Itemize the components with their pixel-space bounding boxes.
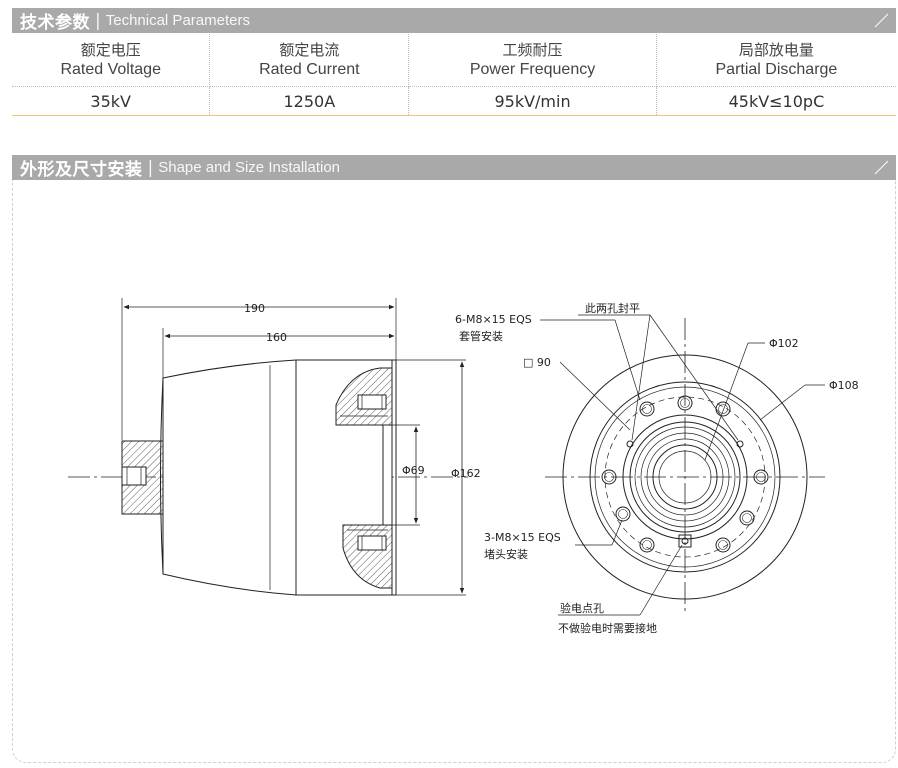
section-title-en: Technical Parameters [105, 12, 250, 29]
value-rated-voltage: 35kV [12, 86, 211, 115]
header-partial-discharge: 局部放电量 Partial Discharge [656, 34, 896, 87]
section-divider [12, 115, 896, 116]
dim-160-label: 160 [266, 331, 287, 344]
title-separator: | [95, 10, 101, 31]
bolt-top-note: 套管安装 [459, 329, 503, 343]
phi102-label: Φ102 [769, 337, 799, 350]
section-title-en: Shape and Size Installation [158, 159, 341, 176]
value-power-frequency: 95kV/min [408, 86, 657, 115]
side-view [68, 298, 468, 596]
header-rated-voltage: 额定电压 Rated Voltage [12, 34, 211, 87]
corner-slash-icon [874, 160, 889, 175]
table-row: 35kV 1250A 95kV/min 45kV≤10pC [12, 86, 896, 115]
square-90-label: □ 90 [523, 356, 551, 369]
table-header-row: 额定电压 Rated Voltage 额定电流 Rated Current 工频… [12, 34, 896, 87]
dim-190-label: 190 [244, 302, 265, 315]
two-holes-label: 此两孔封平 [585, 301, 640, 315]
front-view [540, 314, 825, 616]
dim-phi162-label: Φ162 [451, 467, 481, 480]
test-hole-note: 不做验电时需要接地 [558, 621, 657, 635]
corner-slash-icon [874, 13, 889, 28]
bolt-top-spec: 6-M8×15 EQS [455, 313, 532, 326]
test-hole-label: 验电点孔 [560, 601, 604, 615]
drawing-frame [12, 180, 896, 763]
value-partial-discharge: 45kV≤10pC [728, 91, 825, 111]
section-title-zh: 外形及尺寸安装 [20, 160, 143, 180]
title-separator: | [147, 157, 154, 178]
header-power-frequency: 工频耐压 Power Frequency [408, 34, 657, 87]
section-header-technical: 技术参数 | Technical Parameters [12, 8, 896, 33]
bolt-bottom-spec: 3-M8×15 EQS [484, 531, 561, 544]
bolt-bottom-note: 堵头安装 [484, 547, 528, 561]
dim-phi69-label: Φ69 [402, 464, 425, 477]
header-rated-current: 额定电流 Rated Current [209, 34, 410, 87]
phi108-label: Φ108 [829, 379, 859, 392]
section-title-zh: 技术参数 [20, 13, 90, 33]
value-rated-current: 1250A [209, 86, 410, 115]
section-header-shape: 外形及尺寸安装 | Shape and Size Installation [12, 155, 896, 180]
parameters-table: 额定电压 Rated Voltage 额定电流 Rated Current 工频… [12, 34, 896, 115]
